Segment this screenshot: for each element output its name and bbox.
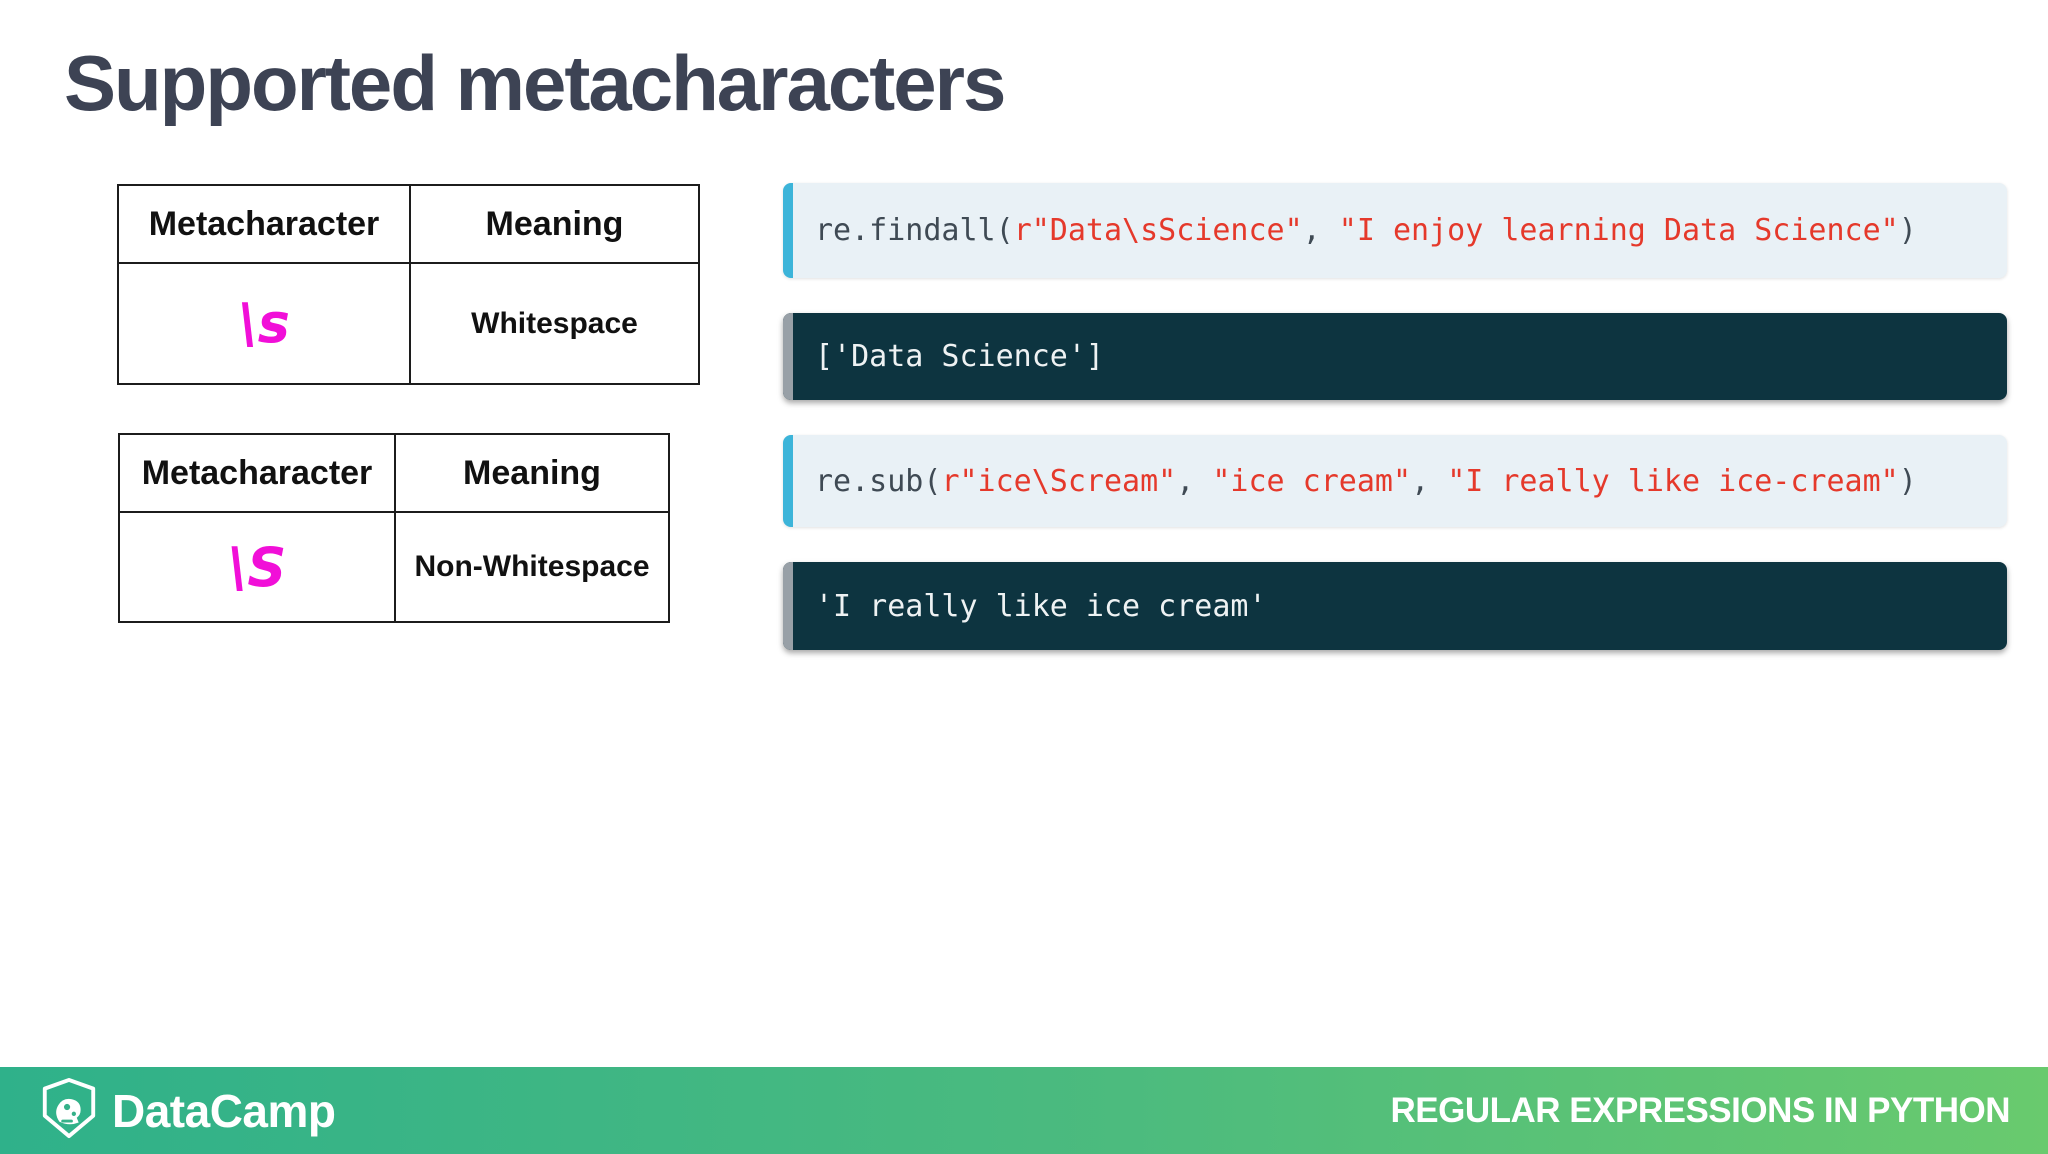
accent-bar — [783, 313, 793, 400]
code-output-sub: 'I really like ice cream' — [783, 562, 2007, 650]
accent-bar — [783, 435, 793, 527]
datacamp-logo-icon — [38, 1077, 100, 1144]
meaning-value: Non-Whitespace — [394, 511, 670, 623]
output-line: 'I really like ice cream' — [815, 588, 1267, 624]
meaning-value: Whitespace — [409, 262, 700, 385]
code-output-findall: ['Data Science'] — [783, 313, 2007, 400]
column-header-metacharacter: Metacharacter — [118, 433, 396, 513]
brand: DataCamp — [38, 1077, 336, 1144]
page-title: Supported metacharacters — [64, 39, 1006, 127]
footer-bar: DataCamp REGULAR EXPRESSIONS IN PYTHON — [0, 1067, 2048, 1154]
metacharacter-table-non-whitespace: Metacharacter Meaning \S Non-Whitespace — [118, 433, 670, 623]
metacharacter-value: \s — [117, 262, 411, 385]
metacharacter-table-whitespace: Metacharacter Meaning \s Whitespace — [117, 184, 700, 385]
table-row: \S Non-Whitespace — [118, 511, 670, 623]
column-header-metacharacter: Metacharacter — [117, 184, 411, 264]
column-header-meaning: Meaning — [409, 184, 700, 264]
accent-bar — [783, 562, 793, 650]
column-header-meaning: Meaning — [394, 433, 670, 513]
table-row: \s Whitespace — [117, 262, 700, 385]
brand-name: DataCamp — [112, 1084, 336, 1137]
code-line: re.findall(r"Data\sScience", "I enjoy le… — [815, 213, 1917, 248]
table-header-row: Metacharacter Meaning — [117, 184, 700, 264]
accent-bar — [783, 183, 793, 278]
code-line: re.sub(r"ice\Scream", "ice cream", "I re… — [815, 463, 1917, 499]
course-title: REGULAR EXPRESSIONS IN PYTHON — [1390, 1090, 2011, 1130]
code-input-findall: re.findall(r"Data\sScience", "I enjoy le… — [783, 183, 2007, 278]
output-line: ['Data Science'] — [815, 339, 1104, 374]
code-input-sub: re.sub(r"ice\Scream", "ice cream", "I re… — [783, 435, 2007, 527]
metacharacter-value: \S — [118, 511, 396, 623]
table-header-row: Metacharacter Meaning — [118, 433, 670, 513]
